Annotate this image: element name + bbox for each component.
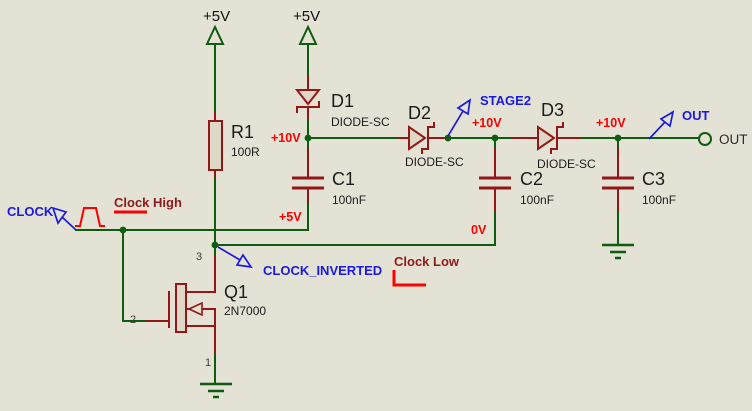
component-ref: C1: [332, 169, 355, 189]
diode-triangle[interactable]: [408, 125, 427, 151]
diode-d2[interactable]: D2 DIODE-SC: [397, 103, 464, 169]
resistor-body[interactable]: [208, 120, 223, 171]
component-ref: D2: [408, 103, 431, 123]
diode-d3[interactable]: D3 DIODE-SC: [512, 100, 596, 171]
junction-dot: [444, 134, 452, 142]
terminal-label: OUT: [719, 132, 748, 147]
voltage-label: +10V: [596, 116, 626, 130]
component-ref: D3: [541, 100, 564, 120]
net-label-out[interactable]: OUT: [648, 108, 710, 140]
component-value: 100R: [231, 145, 260, 159]
annotation-clock-high: Clock High: [114, 195, 182, 214]
junction-dot: [211, 241, 219, 249]
mosfet-channel-body[interactable]: [175, 283, 187, 333]
component-value: DIODE-SC: [331, 115, 390, 129]
label-arrow-tail: [648, 121, 666, 140]
label-arrow-tail: [447, 110, 464, 137]
label-arrow-icon: [659, 110, 675, 128]
label-arrow-icon: [456, 98, 472, 116]
power-label: +5V: [203, 8, 230, 25]
wire[interactable]: [122, 229, 147, 322]
pin-number-source: 1: [205, 357, 211, 369]
component-ref: Q1: [224, 282, 248, 302]
capacitor-c3[interactable]: C3 100nF: [602, 137, 676, 214]
junction-dot: [491, 134, 499, 142]
annotation-text: Clock Low: [394, 254, 460, 269]
power-terminal-5v-right[interactable]: +5V: [293, 8, 320, 78]
component-value: DIODE-SC: [537, 157, 596, 171]
component-ref: C3: [642, 169, 665, 189]
clock-pulse-waveform: [75, 207, 105, 227]
output-terminal[interactable]: OUT: [698, 132, 748, 147]
net-label-text: OUT: [682, 108, 710, 123]
net-label-clock-inverted[interactable]: CLOCK_INVERTED: [217, 246, 382, 278]
component-value: 100nF: [520, 193, 554, 207]
pulse-waveform-icon: [75, 207, 105, 227]
voltage-label: +5V: [279, 210, 302, 224]
body-arrow-icon: [187, 301, 203, 317]
component-ref: D1: [331, 91, 354, 111]
ground-symbol-q1[interactable]: [200, 382, 232, 399]
pin-number-gate: 2: [130, 314, 136, 326]
component-value: DIODE-SC: [405, 155, 464, 169]
diode-triangle[interactable]: [294, 89, 322, 106]
net-label-stage2[interactable]: STAGE2: [447, 93, 531, 137]
label-arrow-tail: [217, 246, 241, 261]
label-arrow-icon: [51, 206, 68, 225]
net-label-text: CLOCK_INVERTED: [263, 263, 382, 278]
junction-dot: [614, 134, 622, 142]
terminal-circle-icon[interactable]: [698, 132, 712, 146]
junction-dot: [119, 226, 127, 234]
diode-d1[interactable]: D1 DIODE-SC: [294, 76, 390, 129]
voltage-label: 0V: [471, 223, 487, 237]
voltage-label: +10V: [472, 116, 502, 130]
capacitor-c1[interactable]: C1 100nF: [292, 137, 366, 207]
resistor-r1[interactable]: R1 100R: [208, 112, 260, 180]
wire[interactable]: [214, 212, 496, 246]
power-terminal-5v-left[interactable]: +5V: [203, 8, 230, 114]
power-label: +5V: [293, 8, 320, 25]
junction-dot: [304, 134, 312, 142]
component-ref: R1: [231, 122, 254, 142]
annotation-text: Clock High: [114, 195, 182, 210]
net-label-text: CLOCK: [7, 204, 54, 219]
ground-symbol-c3[interactable]: [602, 243, 634, 260]
label-arrow-icon: [235, 253, 253, 269]
capacitor-c2[interactable]: C2 100nF: [479, 137, 554, 214]
net-label-clock[interactable]: CLOCK: [7, 204, 77, 231]
pin-number-drain: 3: [196, 251, 202, 263]
annotation-clock-low: Clock Low: [392, 254, 460, 287]
component-ref: C2: [520, 169, 543, 189]
low-level-mark-icon: [392, 270, 426, 287]
component-value: 100nF: [332, 193, 366, 207]
label-arrow-tail: [61, 216, 77, 231]
component-value: 2N7000: [224, 304, 266, 318]
mosfet-q1[interactable]: 3 2 1 Q1 2N7000: [130, 244, 266, 369]
net-label-text: STAGE2: [480, 93, 531, 108]
voltage-label: +10V: [271, 131, 301, 145]
diode-triangle[interactable]: [537, 125, 556, 151]
component-value: 100nF: [642, 193, 676, 207]
